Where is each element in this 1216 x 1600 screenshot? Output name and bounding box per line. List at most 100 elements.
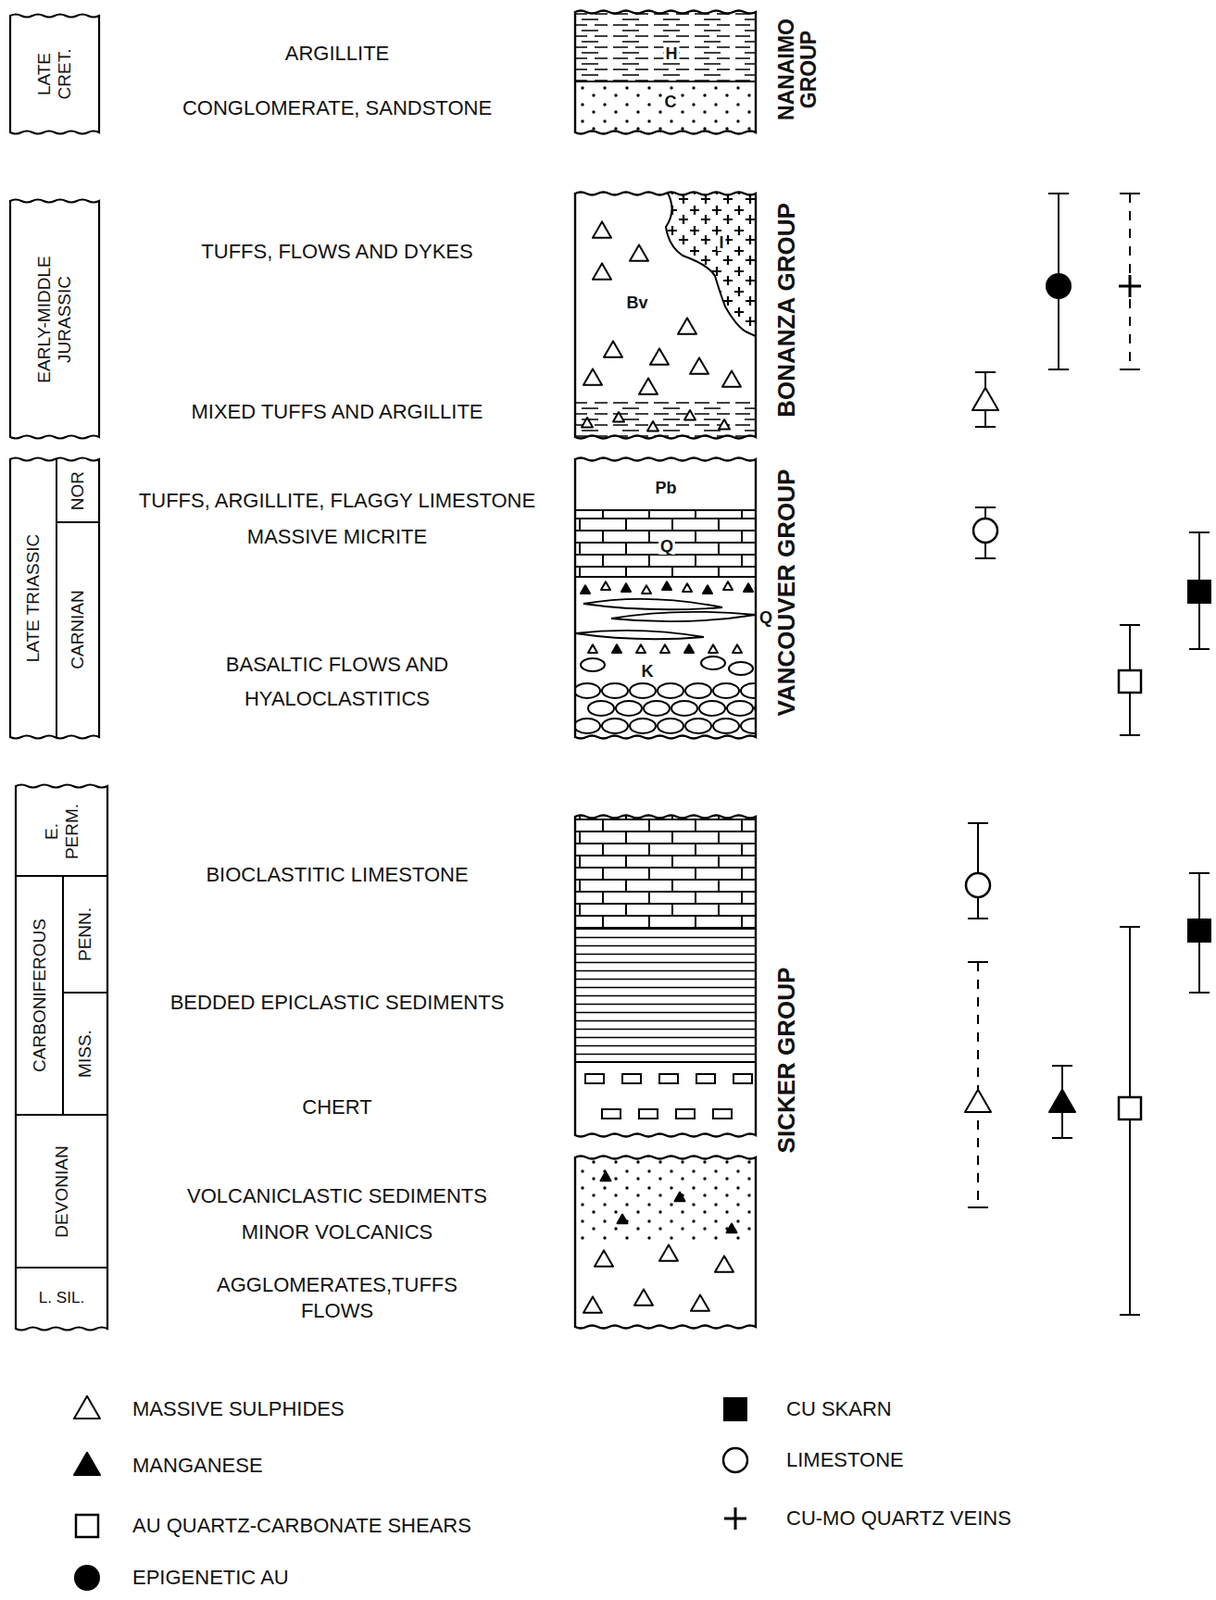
chert-nodule — [696, 1074, 715, 1084]
lithology-frame — [575, 815, 756, 1138]
group-name: VANCOUVER GROUP — [773, 469, 802, 717]
period-name: LATE TRIASSIC — [23, 468, 44, 728]
lithology-frame — [575, 192, 756, 439]
period-name: NOR — [67, 463, 88, 519]
chert-nodule — [733, 1074, 753, 1084]
lithology-fill — [569, 4, 765, 139]
legend-text: AU QUARTZ-CARBONATE SHEARS — [132, 1514, 472, 1538]
tuff-fragment — [718, 419, 730, 429]
au-shear-symbol — [1118, 1097, 1141, 1120]
tuff-fragment — [583, 368, 602, 385]
contact-line — [575, 510, 756, 577]
period-box: EARLY-MIDDLE JURASSIC — [10, 200, 100, 438]
period-name: E. PERM. — [41, 794, 83, 869]
unit-letter: Pb — [652, 479, 678, 497]
chert-nodule — [585, 1074, 604, 1084]
pillow-basalt — [629, 683, 656, 699]
volcaniclastic-fill — [569, 1148, 765, 1242]
agglomerate-fragment — [634, 1289, 653, 1305]
chert-nodule — [622, 1074, 641, 1084]
epigenetic-au-symbol — [74, 1565, 101, 1592]
breccia-fragment — [612, 644, 622, 653]
agglomerate-fragment — [714, 1255, 734, 1272]
range-cap — [1119, 193, 1141, 370]
pillow-basalt — [629, 718, 656, 734]
group-name: NANAIMO GROUP — [775, 9, 820, 130]
lithology-fill — [569, 810, 765, 1119]
period-name: CARNIAN — [67, 537, 88, 723]
lithology-label: BEDDED EPICLASTIC SEDIMENTS — [170, 990, 505, 1015]
massive-sulphide-symbol — [74, 1396, 101, 1419]
breccia-fragment — [732, 644, 742, 653]
limestone-symbol — [973, 518, 998, 543]
lithology-label: ARGILLITE — [285, 41, 389, 65]
lithology-label: BASALTIC FLOWS AND HYALOCLASTITICS — [216, 647, 458, 716]
cu-skarn-symbol — [724, 1398, 747, 1421]
volcanic-fragment — [601, 1172, 612, 1182]
lithology-label: TUFFS, ARGILLITE, FLAGGY LIMESTONE — [138, 488, 536, 513]
chert-nodule — [676, 1109, 695, 1119]
unit-letter: K — [639, 663, 656, 680]
au-shear-symbol — [75, 1515, 99, 1538]
period-name: L. SIL. — [17, 1289, 106, 1308]
breccia-fragment — [621, 583, 631, 592]
pillow-basalt — [601, 718, 628, 734]
lithology-frame — [575, 458, 756, 740]
lithology-label: AGGLOMERATES,TUFFS FLOWS — [198, 1272, 477, 1325]
lithology-fill — [569, 510, 781, 734]
unit-letter: Q — [757, 609, 775, 627]
bedded-fill — [569, 930, 765, 1061]
breccia-fragment — [601, 581, 611, 590]
cu-mo-vein-symbol — [724, 1507, 747, 1530]
legend-text: EPIGENETIC AU — [132, 1566, 289, 1590]
lithology-label: MASSIVE MICRITE — [247, 525, 427, 549]
breccia-fragment — [660, 644, 670, 653]
agglomerate-fragment — [594, 1250, 614, 1267]
period-box: CARNIAN — [56, 522, 100, 738]
limestone-symbol — [965, 873, 991, 898]
tuff-fragment — [603, 340, 623, 357]
period-name: EARLY-MIDDLE JURASSIC — [34, 217, 76, 422]
chert-nodule — [659, 1074, 678, 1084]
unit-letter: I — [716, 234, 726, 251]
lithology-label: BIOCLASTITIC LIMESTONE — [205, 863, 468, 887]
tuff-fragment — [677, 317, 697, 334]
legend-text: CU SKARN — [786, 1397, 892, 1421]
tuff-fragment — [581, 417, 593, 427]
range-bar — [977, 823, 979, 919]
pillow-basalt — [699, 701, 726, 716]
pillow-basalt — [671, 701, 698, 716]
pillow-basalt — [615, 701, 642, 716]
pillow-basalt — [580, 658, 605, 672]
limestone-fill — [569, 810, 765, 929]
chert-nodule — [601, 1109, 621, 1119]
period-box: LATE TRIASSIC — [10, 459, 57, 738]
period-box: MISS. — [62, 992, 108, 1116]
unit-letter: C — [663, 93, 679, 111]
range-bar — [1128, 927, 1131, 1316]
pillow-basalt — [740, 718, 767, 734]
pillow-basalt — [643, 701, 670, 716]
unit-letter: Bv — [624, 294, 650, 312]
contact-line — [575, 927, 756, 930]
massive-sulphide-symbol — [972, 388, 999, 411]
argillite-fill — [569, 400, 765, 442]
breccia-fragment — [684, 644, 694, 653]
period-box: E. PERM. — [15, 786, 108, 877]
pillow-basalt — [713, 718, 740, 734]
tuff-fragment — [592, 221, 612, 238]
period-name: DEVONIAN — [51, 1122, 73, 1262]
tuff-fragment — [722, 370, 741, 387]
chert-nodule — [639, 1109, 658, 1119]
chert-nodule — [713, 1109, 732, 1119]
group-name: BONANZA GROUP — [773, 202, 802, 418]
period-name: PENN. — [75, 883, 96, 986]
cu-mo-vein-symbol — [1118, 275, 1141, 298]
range-bar — [977, 962, 979, 1208]
age-column-frame — [10, 200, 100, 439]
pillow-basalt — [588, 701, 615, 716]
lithology-fill — [569, 189, 765, 442]
volcanic-fragment — [675, 1192, 686, 1203]
period-box: L. SIL. — [15, 1267, 108, 1329]
